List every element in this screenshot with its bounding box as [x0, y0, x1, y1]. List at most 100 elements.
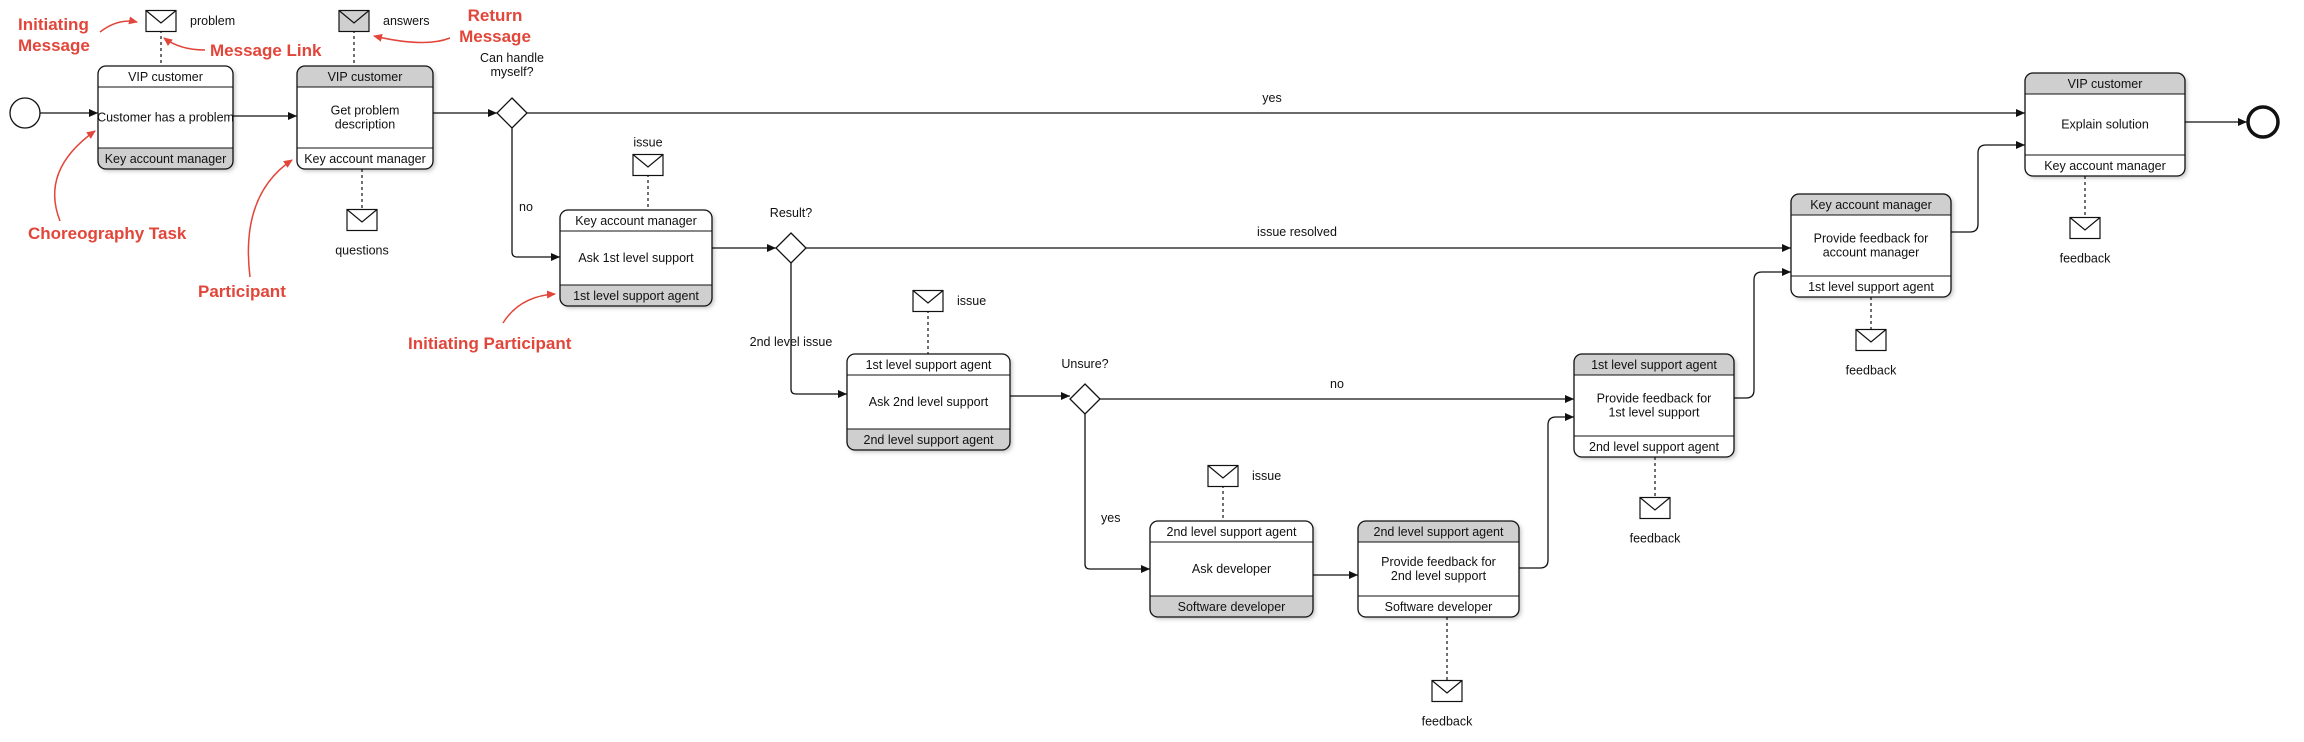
flow-label-yes-top: yes — [1262, 91, 1281, 105]
gateway-label-line: myself? — [490, 65, 533, 79]
task-top-band — [1791, 194, 1951, 215]
task-participant-top: VIP customer — [328, 70, 403, 84]
envelope-flap-icon — [346, 209, 378, 223]
message-m9[interactable]: feedback — [1846, 328, 1897, 378]
message-m6[interactable]: issue — [1207, 464, 1281, 488]
task-shadow — [560, 210, 712, 306]
annotation-return-message-line1: Return — [468, 6, 523, 25]
envelope-flap-icon — [2069, 217, 2101, 231]
task-name-line: description — [335, 118, 395, 132]
gateway-label-g2: Result? — [770, 206, 812, 220]
task-participant-bottom: 1st level support agent — [573, 289, 699, 303]
task-name-line: Customer has a problem — [97, 111, 234, 125]
task-border — [1357, 520, 1520, 618]
task-shadow — [847, 354, 1010, 450]
task-name-line: account manager — [1823, 246, 1920, 260]
task-border — [1573, 353, 1735, 458]
task-name: Explain solution — [2061, 118, 2149, 132]
annotation-return-message-line2: Message — [459, 27, 531, 46]
flow-label-2nd-level-issue: 2nd level issue — [750, 335, 833, 349]
task-shadow — [1358, 521, 1519, 617]
task-name-line: 1st level support — [1608, 406, 1700, 420]
flow-g1-no — [511, 128, 560, 261]
message-m3[interactable]: questions — [335, 208, 389, 258]
message-m7[interactable]: feedback — [1422, 679, 1473, 729]
message-m8[interactable]: feedback — [1630, 496, 1681, 546]
task-border — [296, 65, 434, 170]
task-border — [1149, 520, 1314, 618]
envelope-icon — [2069, 216, 2101, 240]
task-name-line: 2nd level support — [1391, 569, 1487, 583]
flow-label-issue-resolved: issue resolved — [1257, 225, 1337, 239]
task-shadow — [1574, 354, 1734, 457]
envelope-flap-icon — [1855, 329, 1887, 343]
gateway-label-line: Can handle — [480, 51, 544, 65]
envelope-icon — [338, 9, 370, 33]
envelope-flap-icon — [338, 10, 370, 24]
task-name-line: Provide feedback for — [1597, 392, 1712, 406]
envelope-icon — [632, 153, 664, 177]
task-bottom-band — [297, 148, 433, 169]
annotation-message-link: Message Link — [210, 41, 322, 60]
task-name-line: Ask developer — [1192, 562, 1271, 576]
arrow-return-message — [373, 33, 451, 44]
task-shadow — [1150, 521, 1313, 617]
task-top-band — [1150, 521, 1313, 542]
task-name-line: Ask 1st level support — [578, 251, 694, 265]
arrow-initiating-participant — [502, 290, 556, 324]
task-border — [97, 65, 234, 170]
task-bottom-band — [560, 285, 712, 306]
task-participant-top: 1st level support agent — [1591, 358, 1717, 372]
message-m1[interactable]: problem — [145, 9, 235, 33]
arrow-participant — [247, 159, 293, 278]
envelope-icon — [912, 289, 944, 313]
message-label: problem — [190, 14, 235, 28]
task-top-band — [1358, 521, 1519, 542]
flow-g2-2nd-level — [790, 263, 847, 398]
task-border — [1790, 193, 1952, 298]
task-border — [2024, 72, 2186, 177]
task-name: Ask 1st level support — [578, 251, 694, 265]
task-shadow — [297, 66, 433, 169]
envelope-flap-icon — [1639, 497, 1671, 511]
task-bottom-band — [98, 148, 233, 169]
task-bottom-band — [1358, 596, 1519, 617]
message-m5[interactable]: issue — [912, 289, 986, 313]
flow-g3-yes — [1084, 411, 1150, 573]
task-participant-bottom: 1st level support agent — [1808, 280, 1934, 294]
task-participant-top: VIP customer — [2068, 77, 2143, 91]
message-label: questions — [335, 244, 389, 258]
message-label: feedback — [1630, 532, 1681, 546]
task-name-line: Provide feedback for — [1814, 232, 1929, 246]
task-name-line: Ask 2nd level support — [869, 395, 989, 409]
flow-t8-to-t9 — [1951, 141, 2025, 233]
message-m10[interactable]: feedback — [2060, 216, 2111, 266]
message-links — [160, 30, 2086, 682]
message-label: issue — [1252, 469, 1281, 483]
task-shadow — [2025, 73, 2185, 176]
annotation-initiating-participant: Initiating Participant — [408, 334, 572, 353]
arrow-message-link — [163, 37, 206, 51]
message-m4[interactable]: issue — [632, 136, 664, 177]
message-m2[interactable]: answers — [338, 9, 430, 33]
envelope-icon — [1855, 328, 1887, 352]
task-participant-top: 2nd level support agent — [1167, 525, 1297, 539]
envelope-flap-icon — [1207, 465, 1239, 479]
task-name: Customer has a problem — [97, 111, 234, 125]
annotation-participant: Participant — [198, 282, 286, 301]
sequence-flows — [40, 109, 2247, 579]
